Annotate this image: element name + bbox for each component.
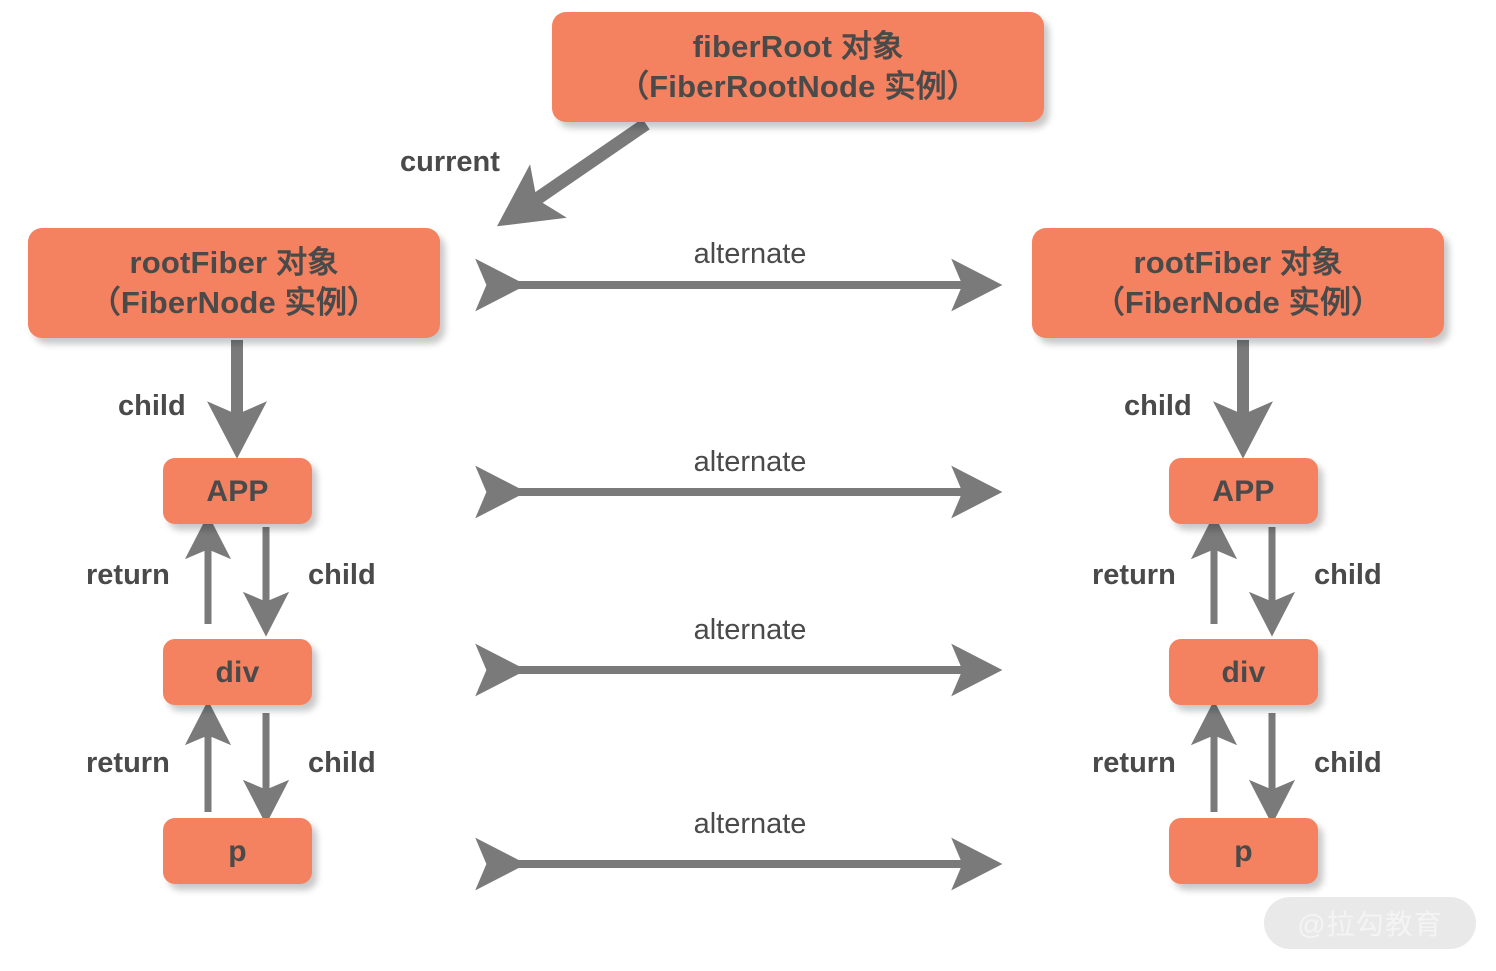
label-right-app-div-child: child <box>1314 559 1382 591</box>
node-right-p-label: p <box>1234 834 1253 868</box>
node-right-app-label: APP <box>1212 474 1275 508</box>
node-left-p-label: p <box>228 834 247 868</box>
node-right-div-label: div <box>1221 655 1266 689</box>
node-left-p[interactable]: p <box>163 818 312 884</box>
label-left-app-div-child: child <box>308 559 376 591</box>
node-left-root-fiber[interactable]: rootFiber 对象 （FiberNode 实例） <box>28 228 440 338</box>
node-left-div[interactable]: div <box>163 639 312 705</box>
node-right-root-fiber[interactable]: rootFiber 对象 （FiberNode 实例） <box>1032 228 1444 338</box>
node-left-div-label: div <box>215 655 260 689</box>
label-alternate-app: alternate <box>693 446 807 478</box>
node-right-app[interactable]: APP <box>1169 458 1318 524</box>
node-right-root-fiber-line1: rootFiber 对象 <box>1133 244 1343 280</box>
arrow-current <box>496 118 650 227</box>
node-left-app-label: APP <box>206 474 269 508</box>
label-left-app-div-return: return <box>86 559 170 591</box>
label-alternate-root: alternate <box>693 238 807 270</box>
node-right-div[interactable]: div <box>1169 639 1318 705</box>
node-right-p[interactable]: p <box>1169 818 1318 884</box>
label-right-root-child: child <box>1124 390 1192 422</box>
label-right-div-p-child: child <box>1314 747 1382 779</box>
node-left-root-fiber-line1: rootFiber 对象 <box>129 244 339 280</box>
label-alternate-p: alternate <box>693 808 807 840</box>
label-right-app-div-return: return <box>1092 559 1176 591</box>
label-left-root-child: child <box>118 390 186 422</box>
watermark: @拉勾教育 <box>1264 897 1476 949</box>
label-right-div-p-return: return <box>1092 747 1176 779</box>
node-fiber-root[interactable]: fiberRoot 对象 （FiberRootNode 实例） <box>552 12 1044 122</box>
label-left-div-p-child: child <box>308 747 376 779</box>
node-left-app[interactable]: APP <box>163 458 312 524</box>
node-right-root-fiber-line2: （FiberNode 实例） <box>1093 285 1383 320</box>
watermark-text: @拉勾教育 <box>1297 909 1443 940</box>
label-alternate-div: alternate <box>693 614 807 646</box>
node-left-root-fiber-line2: （FiberNode 实例） <box>89 285 379 320</box>
label-left-div-p-return: return <box>86 747 170 779</box>
node-fiber-root-line2: （FiberRootNode 实例） <box>617 69 979 104</box>
node-fiber-root-line1: fiberRoot 对象 <box>692 28 904 64</box>
label-current: current <box>400 146 500 178</box>
